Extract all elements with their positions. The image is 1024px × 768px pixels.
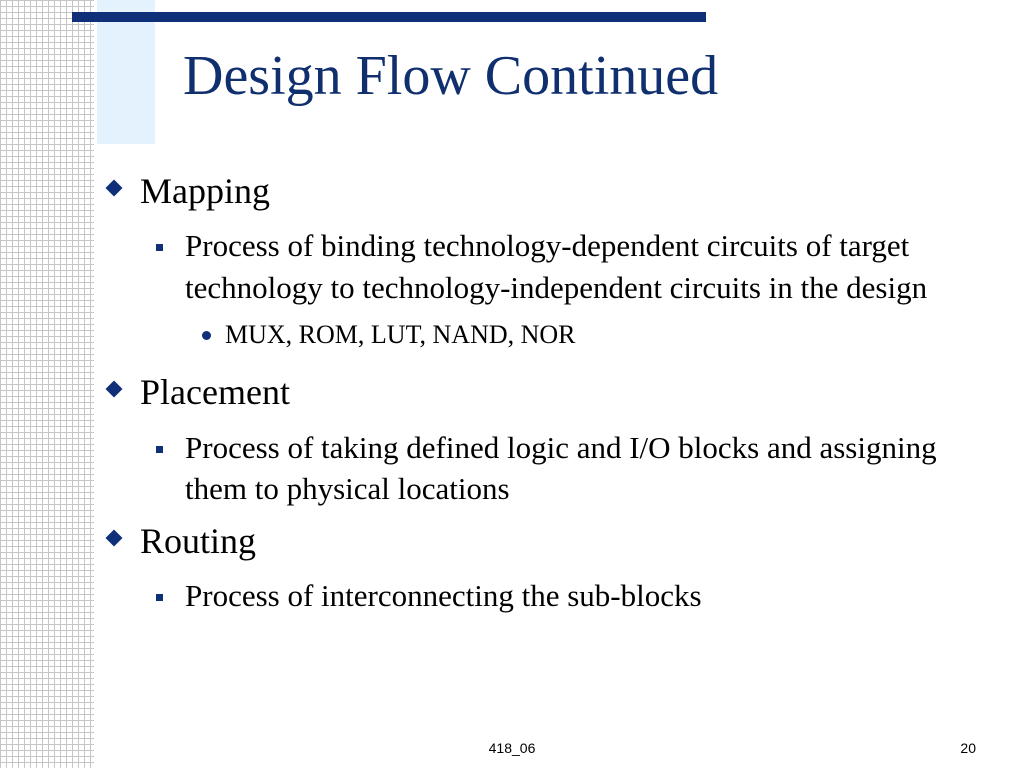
title-accent-bar — [72, 12, 706, 22]
footer-course-code: 418_06 — [488, 740, 536, 756]
point-text: Process of taking defined logic and I/O … — [185, 429, 937, 507]
subpoint-mapping-examples: MUX, ROM, LUT, NAND, NOR — [195, 319, 1000, 352]
heading-mapping: Mapping — [140, 171, 270, 211]
footer-page-number: 20 — [960, 740, 976, 756]
slide-content: Mapping Process of binding technology-de… — [100, 170, 1000, 627]
diamond-bullet-icon — [105, 380, 123, 398]
diamond-bullet-icon — [105, 529, 123, 547]
point-text: Process of interconnecting the sub-block… — [185, 578, 702, 614]
square-bullet-icon — [156, 244, 163, 252]
subpoint-text: MUX, ROM, LUT, NAND, NOR — [225, 319, 576, 349]
bullet-mapping: Mapping — [100, 170, 1000, 213]
square-bullet-icon — [156, 445, 163, 453]
dot-bullet-icon — [202, 330, 211, 340]
heading-placement: Placement — [140, 372, 290, 413]
point-mapping-description: Process of binding technology-dependent … — [145, 225, 1005, 309]
point-placement-description: Process of taking defined logic and I/O … — [145, 427, 1005, 511]
grid-pattern-strip — [0, 0, 94, 768]
slide-title: Design Flow Continued — [183, 45, 719, 107]
bullet-placement: Placement — [100, 371, 1000, 414]
bullet-routing: Routing — [100, 520, 1000, 563]
point-routing-description: Process of interconnecting the sub-block… — [145, 575, 1005, 617]
square-bullet-icon — [156, 594, 163, 602]
decorative-light-panel — [97, 0, 155, 144]
diamond-bullet-icon — [105, 179, 123, 197]
point-text: Process of binding technology-dependent … — [185, 228, 928, 306]
heading-routing: Routing — [140, 521, 257, 562]
